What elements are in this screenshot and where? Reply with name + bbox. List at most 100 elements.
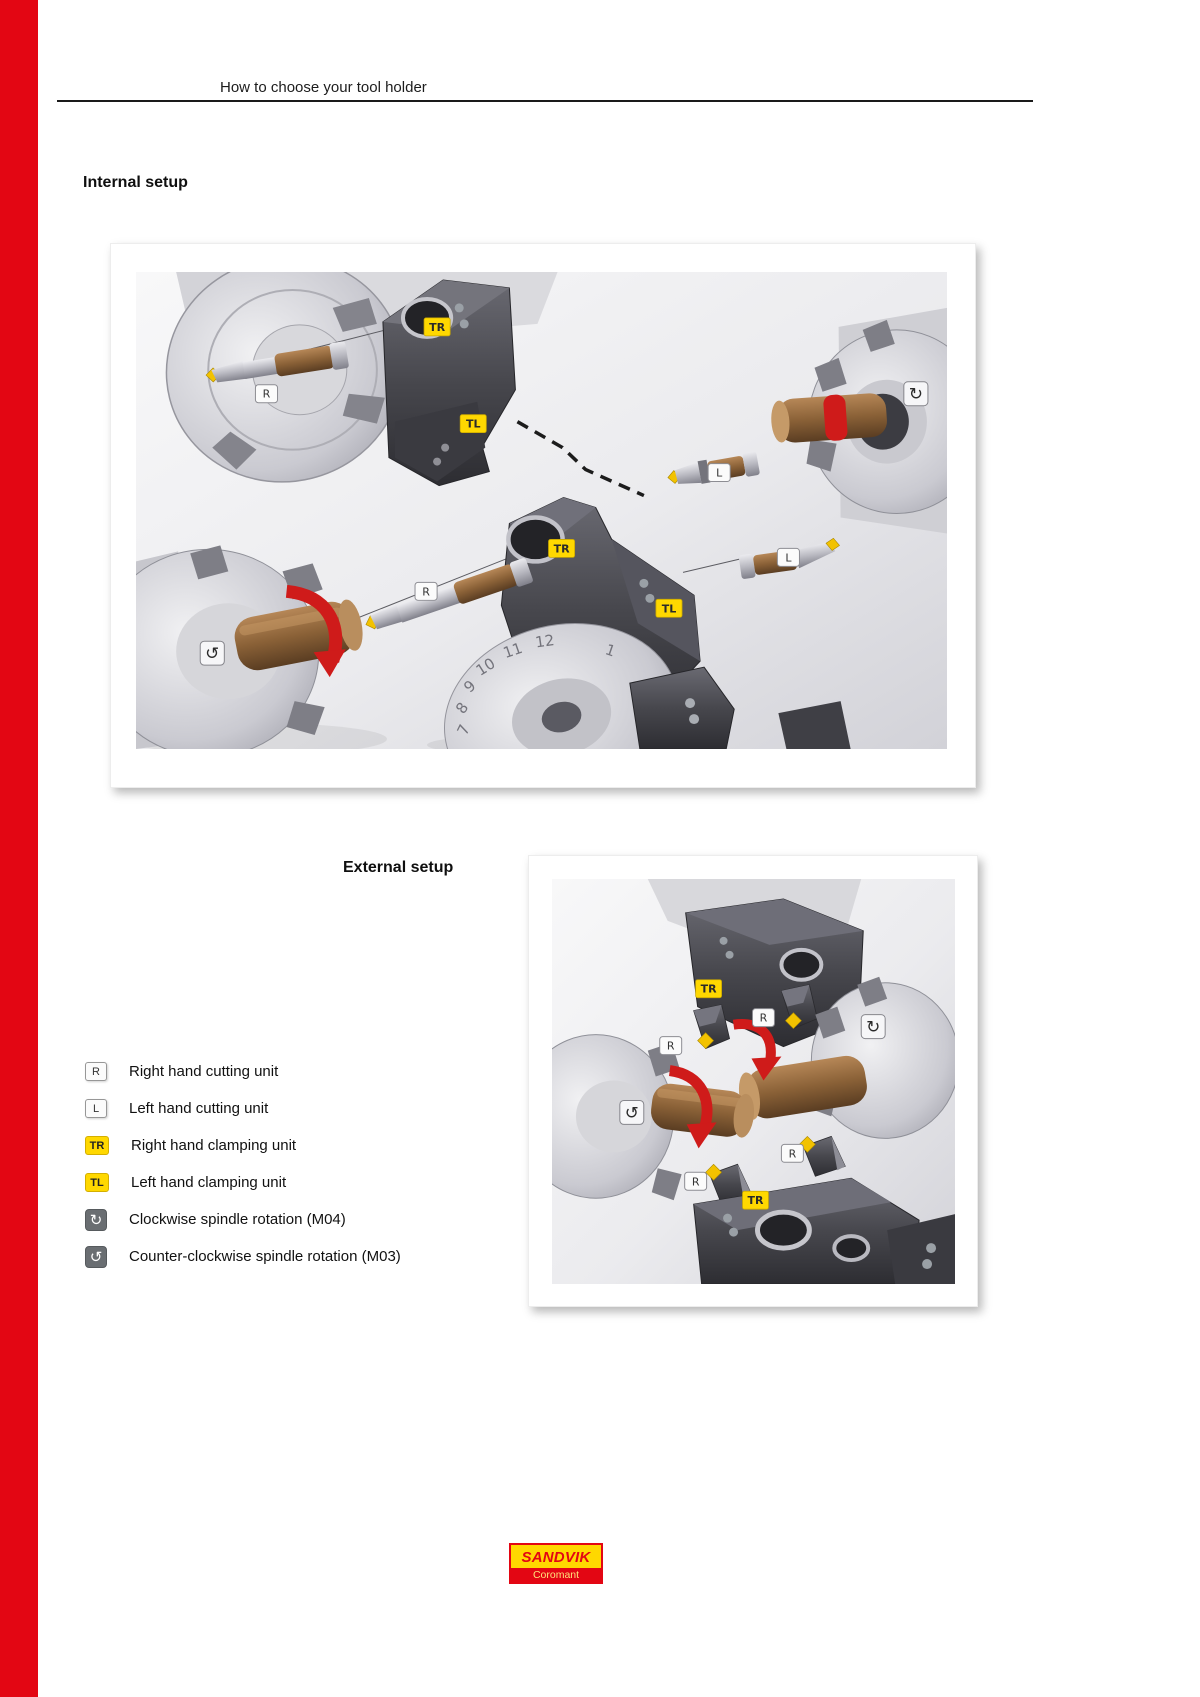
- clockwise-rotation-icon: ↻: [860, 1014, 886, 1040]
- r-cutting-badge: R: [684, 1171, 708, 1191]
- legend-item-left-clamping: TL Left hand clamping unit: [85, 1164, 505, 1201]
- lower-clamping-unit-block: [629, 666, 851, 749]
- tr-clamping-badge: TR: [423, 317, 451, 337]
- tr-label: TR: [701, 983, 717, 996]
- upper-clamping-unit-block: [685, 898, 864, 1048]
- chuck-jaw: [286, 701, 325, 736]
- right-hand-boring-bar: [365, 558, 533, 630]
- tr-label: TR: [429, 321, 446, 334]
- internal-setup-heading: Internal setup: [83, 174, 188, 191]
- r-label: R: [692, 1175, 700, 1188]
- chuck-jaw: [332, 297, 377, 332]
- tr-clamping-badge: TR: [548, 539, 576, 558]
- l-cutting-badge: L: [85, 1099, 107, 1118]
- tr-label: TR: [748, 1194, 764, 1207]
- clockwise-glyph: ↻: [866, 1017, 880, 1037]
- legend-item-clockwise-rotation: ↻ Clockwise spindle rotation (M04): [85, 1201, 505, 1238]
- page-header: How to choose your tool holder: [220, 79, 427, 96]
- l-label: L: [716, 467, 723, 480]
- right-hand-cutting-tool: [798, 1135, 846, 1177]
- insert-tip: [697, 1032, 715, 1050]
- chuck-jaw: [190, 545, 229, 580]
- tl-clamping-badge: TL: [459, 414, 487, 434]
- counter-clockwise-rotation-icon: ↺: [619, 1099, 645, 1125]
- legend-item-counter-clockwise-rotation: ↺ Counter-clockwise spindle rotation (M0…: [85, 1238, 505, 1275]
- tl-clamping-badge: TL: [655, 598, 683, 618]
- r-cutting-badge: R: [659, 1036, 683, 1056]
- legend-item-right-clamping: TR Right hand clamping unit: [85, 1127, 505, 1164]
- l-cutting-badge: L: [776, 547, 800, 567]
- tr-clamping-badge: TR: [85, 1136, 109, 1155]
- rotation-arrow: [668, 1065, 717, 1149]
- coromant-wordmark: Coromant: [509, 1568, 603, 1584]
- dashed-alignment-line: [516, 420, 645, 498]
- insert-tip: [825, 537, 840, 551]
- tr-clamping-badge: TR: [742, 1190, 769, 1210]
- counter-clockwise-glyph: ↺: [625, 1102, 639, 1122]
- chuck-jaw: [862, 319, 895, 352]
- r-cutting-badge: R: [414, 581, 438, 601]
- right-hand-cutting-tool: [780, 984, 818, 1030]
- tl-label: TL: [466, 418, 481, 431]
- chuck-jaw: [815, 1006, 846, 1039]
- r-label: R: [760, 1012, 768, 1025]
- counter-clockwise-rotation-icon: ↺: [85, 1245, 107, 1268]
- red-band: [823, 394, 848, 441]
- clockwise-rotation-icon: ↻: [903, 381, 929, 407]
- workpiece-bar: [771, 393, 887, 443]
- r-cutting-badge: R: [752, 1008, 775, 1028]
- tr-label: TR: [554, 542, 571, 555]
- right-hand-cutting-tool: [693, 1004, 731, 1050]
- legend-label: Right hand cutting unit: [129, 1063, 279, 1080]
- r-cutting-badge: R: [85, 1062, 107, 1081]
- legend-label: Right hand clamping unit: [131, 1137, 297, 1154]
- tr-clamping-badge: TR: [695, 979, 722, 999]
- r-label: R: [263, 388, 271, 401]
- external-setup-illustration: TR R R ↻ ↺: [552, 879, 955, 1284]
- chuck-jaw: [212, 431, 257, 470]
- chuck-jaw: [814, 357, 847, 392]
- legend-label: Clockwise spindle rotation (M04): [129, 1211, 346, 1228]
- l-label: L: [785, 551, 792, 564]
- r-cutting-badge: R: [780, 1143, 804, 1163]
- tl-clamping-badge: TL: [85, 1173, 109, 1192]
- chuck-jaw: [857, 976, 888, 1007]
- sandvik-coromant-logo: SANDVIK Coromant: [509, 1543, 603, 1584]
- legend-label: Counter-clockwise spindle rotation (M03): [129, 1248, 401, 1265]
- counter-clockwise-rotation-icon: ↺: [199, 640, 225, 666]
- external-setup-figure: TR R R ↻ ↺: [528, 855, 978, 1307]
- right-hand-boring-tool: [205, 341, 349, 383]
- r-cutting-badge: R: [254, 384, 279, 404]
- red-edge-bar: [0, 0, 38, 1697]
- sandvik-wordmark: SANDVIK: [509, 1543, 603, 1568]
- turret-number: 12: [534, 631, 555, 651]
- legend-item-left-cutting: L Left hand cutting unit: [85, 1090, 505, 1127]
- chuck-jaw: [651, 1168, 682, 1201]
- turret-disc: [444, 623, 680, 749]
- rotation-arrow: [285, 584, 346, 678]
- tl-label: TL: [662, 602, 677, 615]
- internal-setup-illustration: 7 8 9 10 11 12 1 TR: [136, 272, 947, 749]
- left-main-spindle-chuck: [552, 1034, 682, 1201]
- legend-label: Left hand cutting unit: [129, 1100, 269, 1117]
- clockwise-rotation-icon: ↻: [85, 1208, 107, 1231]
- insert-tip: [705, 1163, 723, 1181]
- external-setup-heading: External setup: [343, 859, 454, 876]
- legend-label: Left hand clamping unit: [131, 1174, 287, 1191]
- chuck-jaw: [806, 439, 837, 472]
- header-rule: [57, 100, 1033, 102]
- counter-clockwise-glyph: ↺: [205, 644, 219, 664]
- internal-setup-figure: 7 8 9 10 11 12 1 TR: [110, 243, 976, 788]
- axis-line: [351, 547, 533, 621]
- legend-item-right-cutting: R Right hand cutting unit: [85, 1053, 505, 1090]
- l-cutting-badge: L: [707, 463, 731, 483]
- bottom-left-spindle-chuck: [136, 545, 325, 749]
- clockwise-glyph: ↻: [909, 385, 923, 405]
- rotation-arrow: [732, 1019, 782, 1081]
- insert-tip: [784, 1012, 802, 1030]
- r-label: R: [422, 585, 430, 598]
- legend: R Right hand cutting unit L Left hand cu…: [85, 1053, 505, 1275]
- turret-number: 11: [501, 639, 525, 662]
- internal-setup-image: 7 8 9 10 11 12 1 TR: [136, 272, 947, 749]
